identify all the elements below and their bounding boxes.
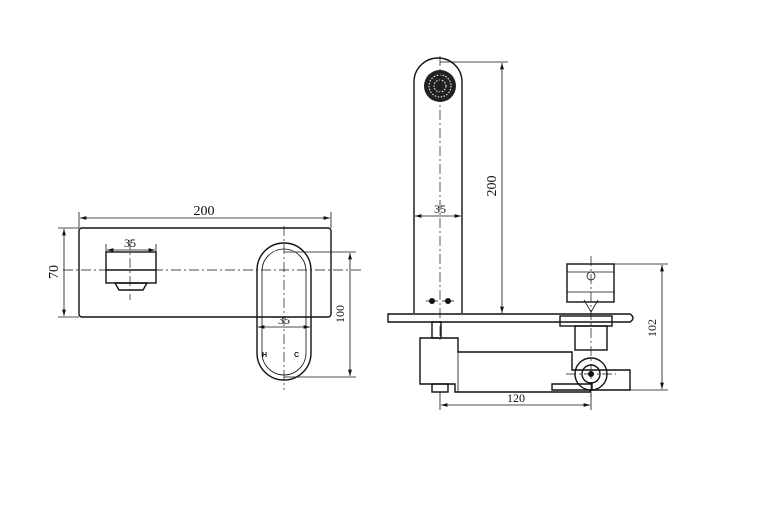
- spout-outlet: [113, 282, 149, 291]
- spout-height-label: 200: [485, 176, 500, 197]
- hot-label: H: [262, 352, 267, 359]
- side-width-label: 35: [434, 202, 446, 216]
- side-wall-plate: [387, 313, 634, 323]
- side-view: 200 35 120 102: [387, 56, 668, 410]
- plate-width-label: 200: [194, 204, 215, 219]
- valve-cap: [566, 263, 615, 303]
- cold-label: C: [294, 352, 299, 359]
- handle-height-label: 100: [333, 305, 347, 323]
- side-handle: [413, 57, 463, 313]
- spout-block: [105, 251, 157, 284]
- plate-height-label: 70: [47, 265, 62, 279]
- spout-width-label: 35: [124, 236, 136, 250]
- wall-plate: [78, 227, 332, 318]
- pipe-body: [419, 337, 631, 393]
- front-view: H C 200 70 35 35 100: [47, 204, 362, 390]
- handle-width-label: 35: [278, 313, 290, 327]
- depth-label: 120: [507, 391, 525, 405]
- body-height-label: 102: [645, 319, 659, 337]
